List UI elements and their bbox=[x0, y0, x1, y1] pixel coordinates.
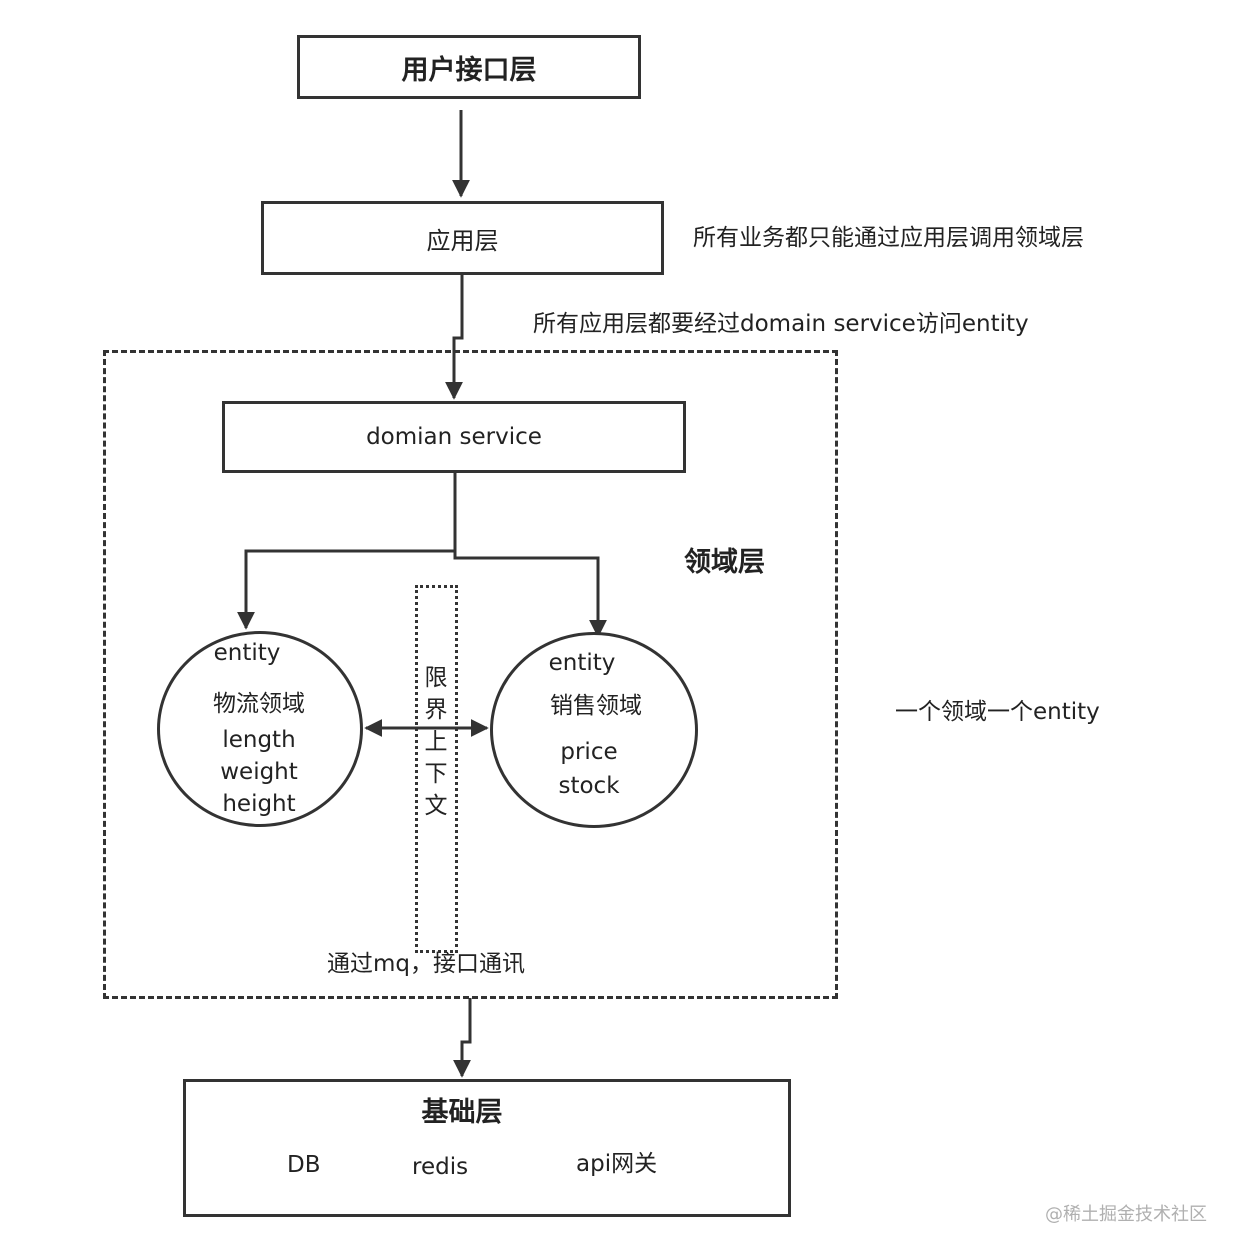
arrow-domain-service-to-logistics bbox=[237, 472, 457, 630]
bounded-context-box bbox=[415, 585, 458, 953]
arrow-application-to-domain-service bbox=[445, 274, 464, 400]
note-one-domain-one-entity: 一个领域一个entity bbox=[895, 699, 1100, 725]
logistics-entity-circle bbox=[157, 631, 363, 827]
infra-item-redis: redis bbox=[412, 1154, 469, 1180]
domain-layer-title: 领域层 bbox=[684, 547, 765, 578]
infrastructure-layer-title: 基础层 bbox=[421, 1097, 503, 1128]
logistics-field-length: length bbox=[222, 727, 296, 753]
infra-item-api-gateway: api网关 bbox=[576, 1151, 658, 1177]
logistics-field-height: height bbox=[222, 791, 296, 817]
domain-layer-boundary bbox=[103, 350, 838, 999]
bounded-context-label: 限 界 上 下 文 bbox=[424, 665, 448, 819]
logistics-field-weight: weight bbox=[220, 759, 298, 785]
arrow-domain-to-infrastructure bbox=[453, 998, 472, 1078]
infrastructure-layer-box bbox=[183, 1079, 791, 1217]
logistics-domain-name: 物流领域 bbox=[213, 691, 305, 717]
sales-field-price: price bbox=[560, 739, 618, 765]
note-app-via-domain-service: 所有应用层都要经过domain service访问entity bbox=[533, 311, 1029, 337]
note-communication: 通过mq，接口通讯 bbox=[327, 951, 526, 977]
sales-entity-circle bbox=[490, 632, 698, 828]
note-app-calls-domain: 所有业务都只能通过应用层调用领域层 bbox=[693, 225, 1084, 251]
application-layer-title: 应用层 bbox=[426, 226, 499, 255]
sales-domain-name: 销售领域 bbox=[550, 693, 642, 719]
arrow-domain-service-to-sales bbox=[453, 551, 607, 638]
sales-field-stock: stock bbox=[558, 773, 620, 799]
user-interface-layer-box: 用户接口层 bbox=[297, 35, 641, 99]
domain-service-title: domian service bbox=[366, 424, 542, 450]
domain-service-box: domian service bbox=[222, 401, 686, 473]
watermark: @稀土掘金技术社区 bbox=[1045, 1204, 1207, 1225]
sales-entity-label: entity bbox=[548, 650, 616, 676]
logistics-entity-label: entity bbox=[213, 640, 281, 666]
user-interface-layer-title: 用户接口层 bbox=[401, 54, 537, 86]
application-layer-box: 应用层 bbox=[261, 201, 664, 275]
infra-item-db: DB bbox=[287, 1152, 321, 1178]
